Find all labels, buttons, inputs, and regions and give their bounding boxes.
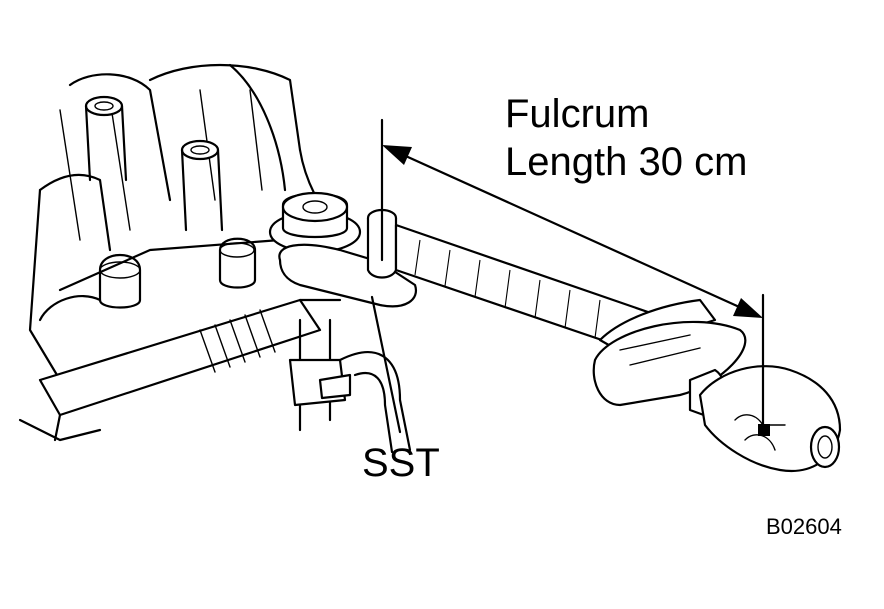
hand [698, 365, 842, 473]
sst-leader-line [370, 295, 402, 434]
fulcrum-label: Fulcrum [505, 92, 650, 136]
fulcrum-dimension-line [380, 118, 765, 432]
fuel-pressure-regulator [268, 191, 362, 432]
vacuum-pipe-right [180, 139, 224, 232]
torque-wrench [394, 223, 747, 420]
figure-code: B02604 [766, 514, 842, 539]
sst-label: SST [362, 441, 440, 485]
fulcrum-length-label: Length 30 cm [505, 140, 748, 184]
cylinder-head-bosses [38, 237, 282, 322]
fuel-delivery-pipe [18, 298, 342, 442]
vacuum-pipe-left [84, 95, 128, 182]
dimension-arrow-right [733, 298, 763, 318]
fuel-hose [338, 351, 412, 454]
dimension-arrow-left [382, 145, 412, 165]
